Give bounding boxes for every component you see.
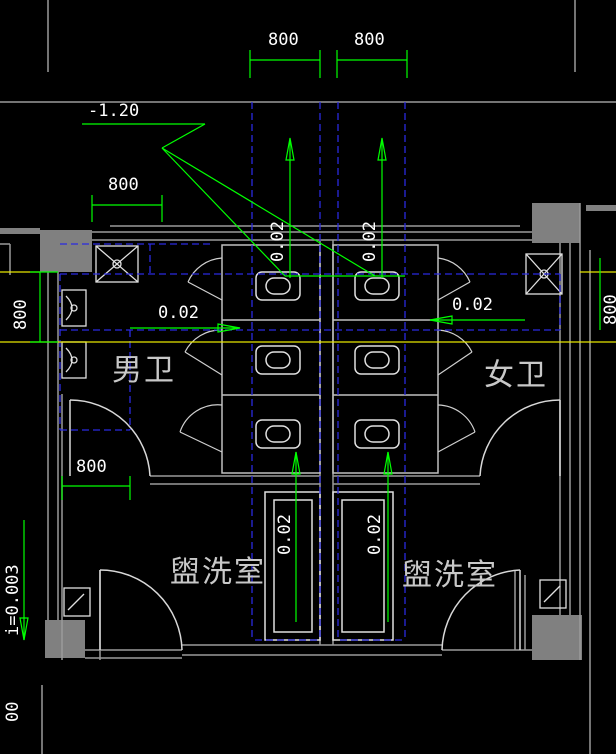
dim-left-side: 800 <box>11 299 31 330</box>
slope-mens-floor: 0.02 <box>158 303 199 323</box>
axis-lines <box>0 271 616 343</box>
left-edge-slope-label: i=0.003 <box>3 564 23 636</box>
slope-womens-floor: 0.02 <box>452 295 493 315</box>
slope-wash-right: 0.02 <box>365 514 385 555</box>
elevation-label: -1.20 <box>88 101 139 121</box>
dim-right-side: 800 <box>601 294 616 325</box>
dim-left-upper: 800 <box>108 175 139 195</box>
slope-labels: 0.02 0.02 0.02 0.02 0.02 0.02 <box>158 221 493 555</box>
slope-stall-left: 0.02 <box>268 221 288 262</box>
dim-top-left: 800 <box>268 30 299 50</box>
dim-top-right: 800 <box>354 30 385 50</box>
walls <box>0 203 616 660</box>
main-doors <box>69 399 561 651</box>
room-mens: 男卫 <box>112 353 176 388</box>
toilet-fixtures <box>255 271 400 449</box>
pipe-lines <box>59 102 561 641</box>
dim-bottom-left: 00 <box>3 702 23 722</box>
dim-left-lower: 800 <box>76 457 107 477</box>
slope-wash-left: 0.02 <box>275 514 295 555</box>
slope-stall-right: 0.02 <box>360 221 380 262</box>
urinals <box>61 289 87 379</box>
stall-doors <box>179 257 476 453</box>
room-labels: 男卫 女卫 盥洗室 盥洗室 <box>112 353 548 593</box>
dimension-labels: 800 800 800 800 800 800 00 -1.20 i=0.003 <box>3 30 616 722</box>
dimension-lines <box>19 50 601 641</box>
room-wash-right: 盥洗室 <box>402 558 498 593</box>
room-wash-left: 盥洗室 <box>170 555 266 590</box>
room-womens: 女卫 <box>484 358 548 393</box>
